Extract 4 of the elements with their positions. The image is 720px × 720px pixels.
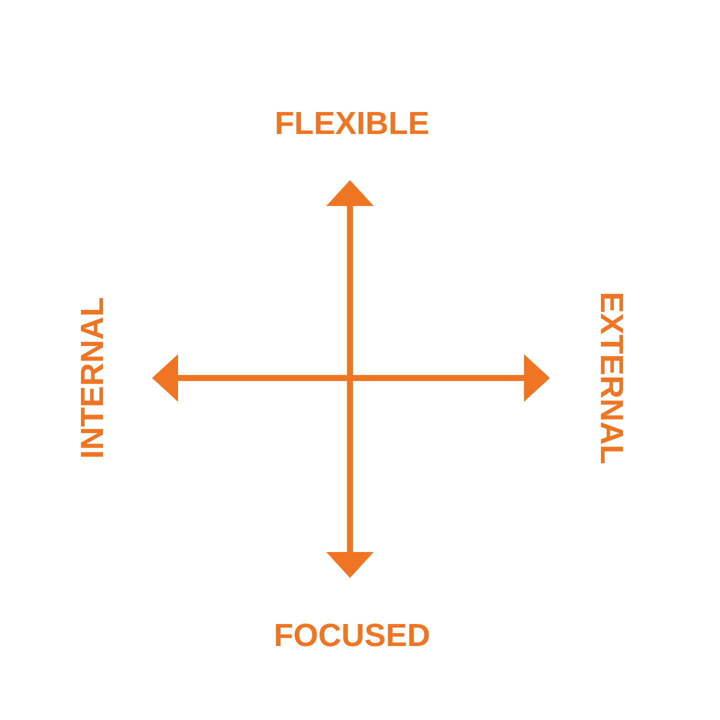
axis-label: INTERNAL bbox=[81, 298, 103, 457]
axis-label: FOCUSED bbox=[276, 624, 429, 646]
axis-label: FLEXIBLE bbox=[276, 112, 428, 134]
axis-label: EXTERNAL bbox=[601, 294, 623, 464]
